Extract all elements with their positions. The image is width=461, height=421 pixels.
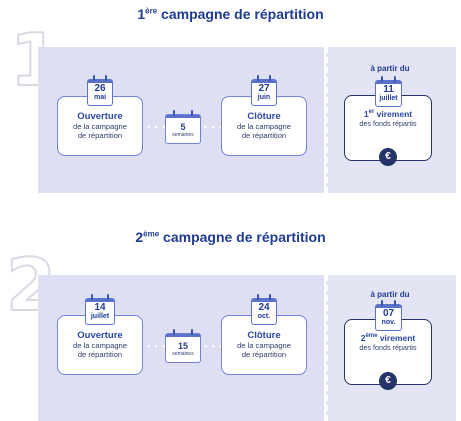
opening-day: 26 [94,83,106,94]
campaign-2-section: 2ème campagne de répartition 2 Ouverture… [0,216,461,421]
campaign-1-title: 1ère campagne de répartition [0,6,461,22]
closing-desc-2: de répartition [241,131,287,140]
duration-value: 15 [177,341,188,351]
opening-desc-2: de répartition [77,131,123,140]
opening-desc-2: de répartition [77,350,123,359]
euro-coin-icon: € [379,148,397,166]
closing-month: oct. [257,313,271,320]
opening-desc-1: de la campagne [72,122,128,131]
calendar-icon: 07 nov. [375,300,402,331]
transfer-month: juillet [379,95,398,102]
transfer-label: 1er virement [345,109,431,119]
campaign-1-title-text: campagne de répartition [157,6,324,22]
transfer-day: 11 [383,84,394,95]
campaign-2-title-suffix: ème [143,229,160,239]
closing-desc-1: de la campagne [236,341,292,350]
transfer-ordinal: 2 [360,333,366,343]
duration-unit: semaines [172,132,194,138]
transfer-day: 07 [382,308,395,319]
closing-label: Clôture [247,330,281,341]
duration-unit: semaines [172,351,194,357]
calendar-icon: 11 juillet [375,76,402,107]
transfer-text: virement [374,109,413,119]
calendar-icon: 27 juin [251,75,277,106]
campaign-1-title-ordinal: 1 [137,6,146,22]
campaign-2-title: 2ème campagne de répartition [0,229,461,245]
transfer-desc: des fonds répartis [359,119,417,128]
euro-coin-icon: € [379,372,397,390]
opening-month: juillet [90,313,110,320]
closing-desc-1: de la campagne [236,122,292,131]
from-label: à partir du [370,64,410,73]
connector-dots: • • • [147,122,167,132]
transfer-desc: des fonds répartis [359,343,417,352]
calendar-icon: 14 juillet [85,294,115,325]
closing-label: Clôture [247,111,281,122]
calendar-icon: 5 semaines [165,110,201,144]
campaign-1-section: 1ère campagne de répartition 1 Ouverture… [0,0,461,200]
campaign-2-opening-card: Ouverture de la campagne de répartition [57,315,143,375]
transfer-label: 2ème virement [345,333,431,343]
calendar-icon: 15 semaines [165,329,201,363]
campaign-2-closing-card: Clôture de la campagne de répartition [221,315,307,375]
transfer-month: nov. [381,319,396,326]
transfer-text: virement [377,333,416,343]
closing-day: 27 [258,83,270,94]
opening-day: 14 [94,302,106,313]
opening-label: Ouverture [77,330,123,341]
from-label: à partir du [370,290,410,299]
closing-desc-2: de répartition [241,350,287,359]
transfer-suffix: er [368,109,375,116]
connector-dots: • • • [204,122,224,132]
calendar-icon: 24 oct. [251,294,277,325]
connector-dots: • • • [147,341,167,351]
opening-month: mai [93,94,107,101]
calendar-icon: 26 mai [87,75,113,106]
transfer-suffix: ème [365,333,378,340]
opening-desc-1: de la campagne [72,341,128,350]
campaign-2-title-text: campagne de répartition [159,229,326,245]
closing-month: juin [257,94,271,101]
campaign-2-title-ordinal: 2 [135,229,144,245]
campaign-1-title-suffix: ère [145,6,158,16]
connector-dots: • • • [204,341,224,351]
duration-value: 5 [180,122,186,132]
transfer-ordinal: 1 [363,109,369,119]
opening-label: Ouverture [77,111,123,122]
closing-day: 24 [258,302,270,313]
